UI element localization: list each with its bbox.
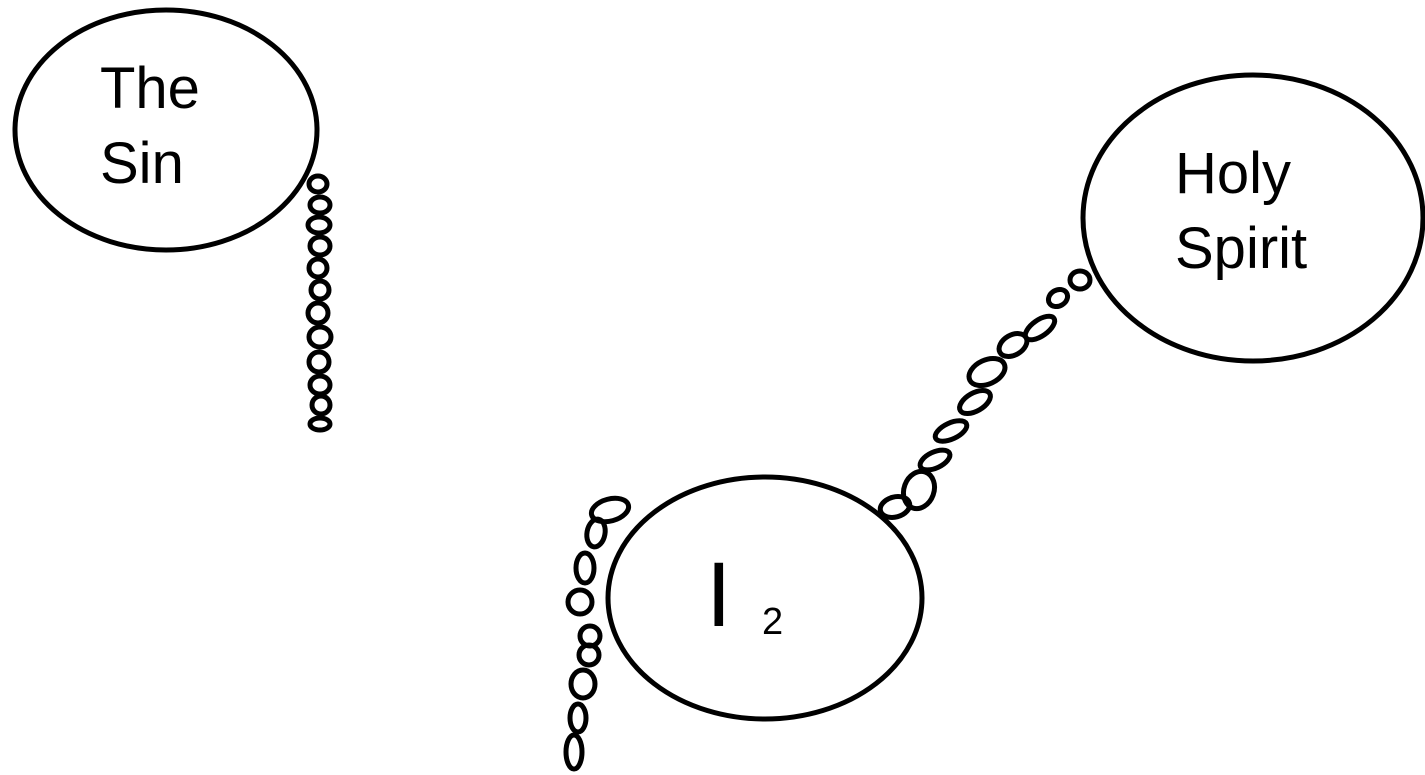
chain-link [932, 417, 970, 446]
node-the-sin-label-line1: The [100, 56, 200, 121]
chain-link [310, 376, 330, 394]
chain-link [965, 353, 1010, 391]
node-self-ellipse [608, 477, 922, 719]
node-self-subscript: 2 [762, 601, 783, 643]
node-holy-spirit-label-line1: Holy [1175, 141, 1291, 206]
chain-link [570, 704, 586, 732]
chain-link [309, 352, 329, 372]
chain-link [311, 281, 329, 299]
chain-link [308, 303, 328, 323]
chain-holy-spirit-to-self [878, 271, 1090, 521]
chain-link [995, 329, 1031, 361]
chain-link [308, 217, 330, 233]
node-the-sin: The Sin [15, 10, 317, 250]
chain-link [309, 259, 327, 277]
node-holy-spirit-label-line2: Spirit [1175, 216, 1307, 281]
node-self: I 2 [608, 477, 922, 719]
node-the-sin-label-line2: Sin [100, 131, 184, 196]
chain-the-sin [308, 176, 331, 430]
chain-link [310, 237, 330, 255]
chain-link [576, 553, 594, 583]
chain-link [310, 197, 330, 213]
chain-link [898, 467, 939, 513]
chain-link [309, 327, 331, 347]
node-holy-spirit: Holy Spirit [1083, 75, 1423, 361]
chain-link [310, 418, 330, 430]
chain-link [571, 670, 595, 698]
chain-link [312, 396, 330, 414]
node-self-label: I [706, 544, 732, 646]
chain-link [956, 386, 994, 419]
node-the-sin-ellipse [15, 10, 317, 250]
chain-link [1045, 286, 1070, 310]
chain-link [1070, 271, 1090, 289]
chain-link [566, 735, 582, 769]
chain-link [568, 590, 592, 614]
chain-link [309, 176, 327, 192]
